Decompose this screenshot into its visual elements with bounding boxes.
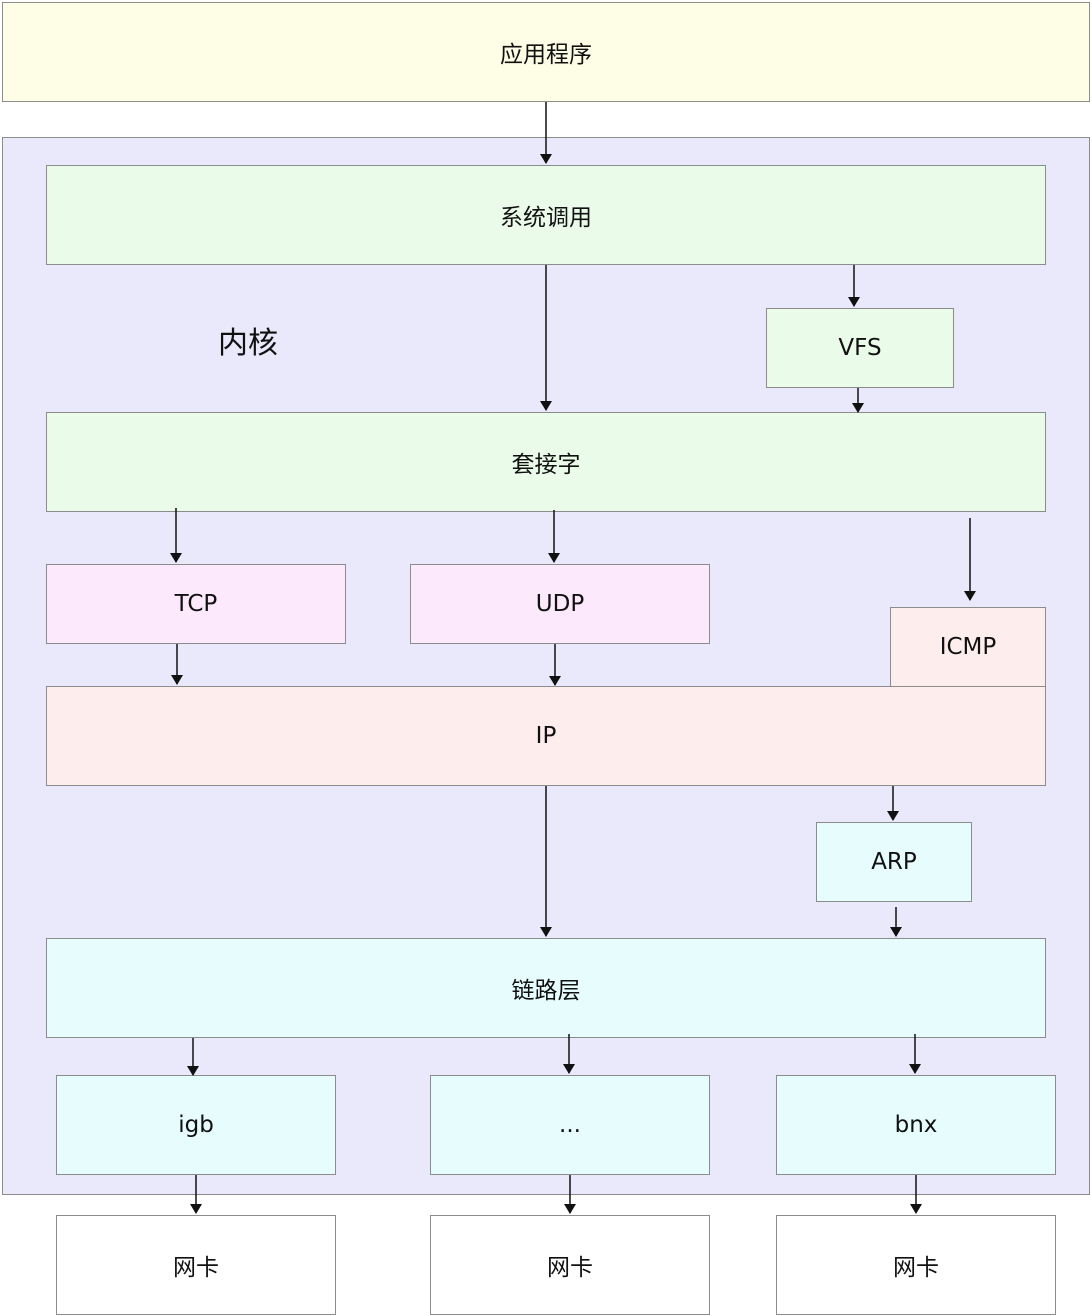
tcp-box: TCP (46, 564, 346, 644)
nic-label: 网卡 (173, 1255, 219, 1281)
nic-box: 网卡 (430, 1215, 710, 1315)
tcp-label: TCP (174, 591, 218, 617)
syscall-label: 系统调用 (500, 205, 592, 231)
ip-box: IP (46, 686, 1046, 786)
driver-label: ... (559, 1112, 581, 1138)
icmp-box: ICMP (890, 607, 1046, 687)
driver-box-bnx: bnx (776, 1075, 1056, 1175)
driver-box-ellipsis: ... (430, 1075, 710, 1175)
driver-label: bnx (894, 1112, 938, 1138)
nic-box: 网卡 (776, 1215, 1056, 1315)
application-label: 应用程序 (500, 42, 592, 68)
vfs-label: VFS (838, 335, 882, 361)
icmp-label: ICMP (939, 634, 997, 660)
vfs-box: VFS (766, 308, 954, 388)
arp-label: ARP (871, 849, 917, 875)
driver-label: igb (178, 1112, 214, 1138)
link-layer-box: 链路层 (46, 938, 1046, 1038)
nic-label: 网卡 (893, 1255, 939, 1281)
driver-box-igb: igb (56, 1075, 336, 1175)
kernel-label: 内核 (218, 326, 278, 361)
link-layer-label: 链路层 (511, 978, 581, 1004)
ip-label: IP (535, 723, 557, 749)
arp-box: ARP (816, 822, 972, 902)
nic-label: 网卡 (547, 1255, 593, 1281)
socket-label: 套接字 (511, 452, 581, 478)
syscall-box: 系统调用 (46, 165, 1046, 265)
nic-box: 网卡 (56, 1215, 336, 1315)
application-box: 应用程序 (2, 2, 1090, 102)
udp-label: UDP (535, 591, 585, 617)
socket-box: 套接字 (46, 412, 1046, 512)
udp-box: UDP (410, 564, 710, 644)
